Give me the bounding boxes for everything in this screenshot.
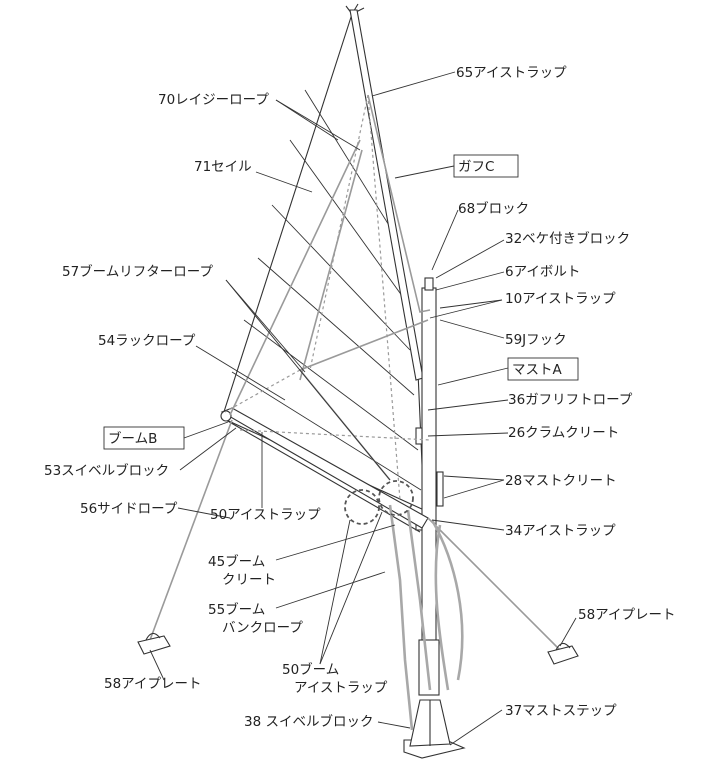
mast-label-frame [507, 357, 579, 381]
label-boom-bang-rope-1: 55ブーム [208, 601, 265, 618]
label-rack-rope: 54ラックロープ [98, 333, 196, 349]
label-mast-step: 37マストステップ [505, 703, 617, 719]
gaff-label-frame [453, 154, 519, 178]
label-lazy-rope: 70レイジーロープ [158, 92, 269, 108]
mast-step [403, 699, 466, 759]
label-eye-strap-65: 65アイストラップ [456, 65, 567, 81]
label-gaff: ガフC [458, 159, 494, 175]
label-mast-cleat: 28マストクリート [505, 473, 617, 489]
highlight-circle-left [344, 489, 380, 525]
label-clam-cleat: 26クラムクリート [508, 425, 619, 441]
label-boom-cleat-1: 45ブーム [208, 553, 265, 570]
label-j-hook: 59Jフック [505, 332, 567, 348]
boom-label-frame [103, 426, 185, 450]
label-sail: 71セイル [194, 159, 252, 175]
label-boom-bang-rope-2: バンクロープ [222, 620, 303, 636]
leader-lines [149, 71, 577, 746]
label-boom-eye-strap-1: 50ブーム [282, 661, 339, 678]
label-eye-strap-50-boom: 50アイストラップ [210, 507, 321, 523]
label-gaff-lift-rope: 36ガフリフトロープ [508, 392, 633, 408]
label-block-68: 68ブロック [458, 200, 529, 217]
highlight-circle-right [378, 480, 414, 516]
part-labels: 65アイストラップ 70レイジーロープ 71セイル ガフC 68ブロック 32ベ… [44, 65, 676, 730]
label-eye-strap-10: 10アイストラップ [505, 291, 616, 307]
label-eye-plate-right: 58アイプレート [578, 607, 676, 623]
label-boom-eye-strap-2: アイストラップ [294, 680, 388, 696]
label-eye-strap-34: 34アイストラップ [505, 523, 616, 539]
label-swivel-block-38: 38 スイベルブロック [244, 713, 373, 730]
label-becket-block: 32ベケ付きブロック [505, 230, 630, 247]
label-boom: ブームB [108, 430, 157, 447]
label-side-rope: 56サイドロープ [80, 501, 178, 517]
ropes [149, 94, 561, 731]
label-swivel-block-53: 53スイベルブロック [44, 462, 169, 479]
eye-plate-right [547, 642, 579, 665]
label-eye-plate-left: 58アイプレート [104, 676, 202, 692]
label-boom-cleat-2: クリート [222, 572, 276, 588]
label-mast: マストA [512, 362, 562, 378]
label-eye-bolt: 6アイボルト [505, 264, 580, 280]
eye-plate-left [137, 632, 171, 655]
label-boom-lifter-rope: 57ブームリフターロープ [62, 263, 213, 280]
mast [415, 277, 444, 696]
